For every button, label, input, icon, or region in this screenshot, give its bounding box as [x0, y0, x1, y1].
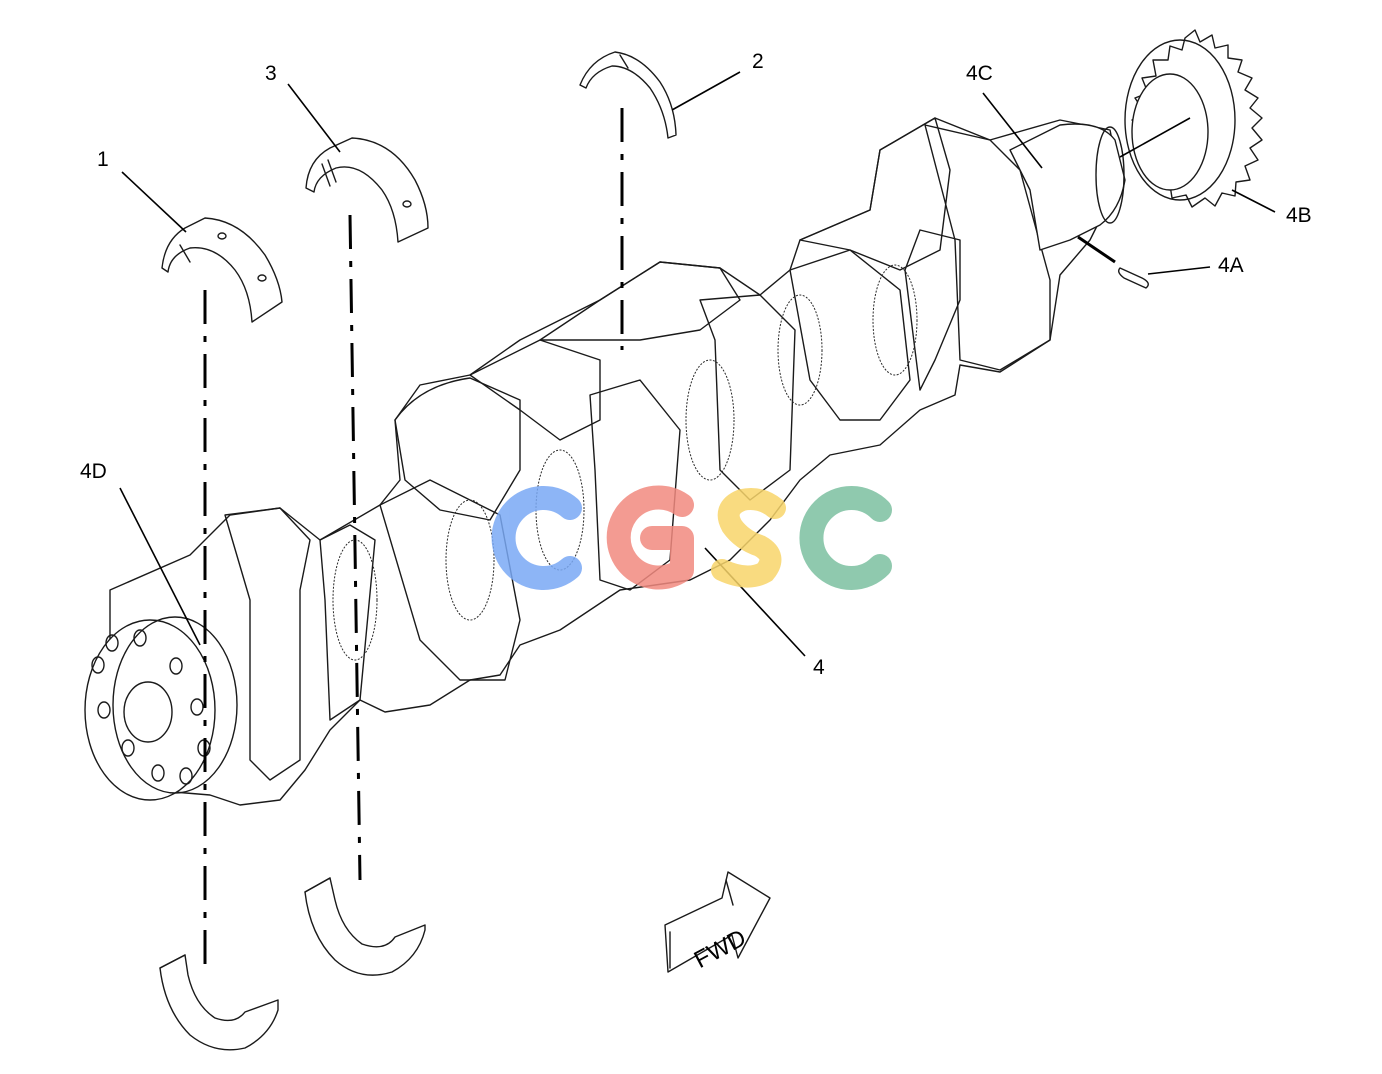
- counterweight-6: [539, 261, 741, 341]
- rear-flange-bore: [123, 681, 173, 743]
- bearing-lower-1: [159, 954, 279, 1051]
- bearing-3: [305, 137, 429, 243]
- callout-4: 4: [813, 656, 825, 679]
- leader-4d: [119, 487, 201, 646]
- counterweight-3: [394, 377, 521, 521]
- crankshaft-nose-end: [1095, 126, 1125, 224]
- counterweight-11: [924, 124, 1051, 371]
- counterweight-10: [799, 117, 951, 271]
- journal-6: [872, 264, 918, 376]
- gear-alignment-line: [1119, 117, 1191, 158]
- callout-4d: 4D: [80, 460, 107, 483]
- dowel-pin: [1077, 235, 1149, 289]
- crankshaft: [84, 117, 1126, 806]
- journal-5: [777, 294, 823, 406]
- callout-3: 3: [265, 62, 277, 85]
- bearing-2: [579, 51, 677, 139]
- leader-4b: [1231, 189, 1276, 213]
- gear-face: [1124, 39, 1236, 201]
- callout-4a: 4A: [1218, 254, 1244, 277]
- counterweight-12: [904, 229, 961, 391]
- leader-4a: [1147, 266, 1211, 275]
- leader-2: [671, 71, 741, 111]
- counterweight-2: [319, 524, 376, 721]
- callout-2: 2: [752, 50, 764, 73]
- leader-3: [287, 83, 341, 153]
- bearing-lower-3: [304, 877, 426, 976]
- crankshaft-shaft-outline: [109, 117, 1121, 806]
- bearing-1: [161, 217, 283, 323]
- journal-2: [445, 499, 495, 621]
- leader-1: [121, 171, 187, 233]
- gear-bore: [1131, 73, 1209, 191]
- counterweight-1: [224, 507, 311, 781]
- counterweight-8: [699, 294, 796, 501]
- counterweight-9: [789, 249, 911, 421]
- crankshaft-nose: [1009, 123, 1126, 251]
- alignment-line-3: [348, 214, 362, 881]
- counterweight-4: [379, 479, 521, 681]
- callout-4b: 4B: [1286, 204, 1312, 227]
- cgsc-watermark-logo: [491, 485, 892, 590]
- forward-direction-arrow: FWD: [664, 871, 771, 974]
- rear-flange-rim: [112, 616, 238, 794]
- journal-4: [685, 359, 735, 481]
- callout-1: 1: [97, 148, 109, 171]
- crankshaft-gear: [1119, 29, 1263, 208]
- leader-4c: [982, 92, 1043, 169]
- callout-4c: 4C: [966, 62, 993, 85]
